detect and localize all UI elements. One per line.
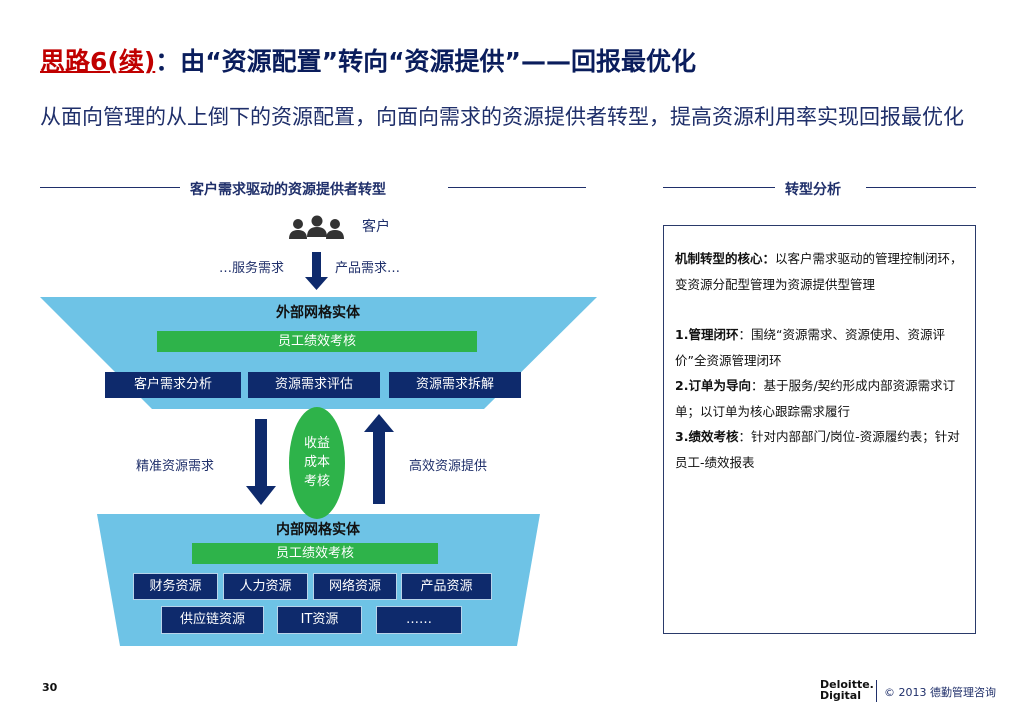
- item-3-text: ：针对内部部门/岗位-资源履约表；针对员工-绩效报表: [675, 429, 960, 470]
- analysis-item-1: 1.管理闭环：围绕“资源需求、资源使用、资源评价”全资源管理闭环: [675, 322, 967, 373]
- item-1-label: 管理闭环: [688, 327, 739, 342]
- section-divider-left-a: [40, 187, 180, 188]
- external-box-3: 资源需求拆解: [389, 372, 521, 398]
- center-oval: [289, 407, 345, 519]
- oval-line-2: 成本: [303, 455, 330, 470]
- section-divider-left-b: [448, 187, 586, 188]
- core-text: 以客户需求驱动的管理控制闭环，变资源分配型管理为资源提供型管理: [675, 251, 963, 292]
- footer-divider: [876, 680, 877, 702]
- logo-digital: Digital: [820, 689, 861, 702]
- page-number: 30: [42, 681, 58, 694]
- efficient-supply-label: 高效资源提供: [409, 459, 488, 474]
- title-prefix: 思路6(续): [40, 47, 156, 76]
- customer-label: 客户: [362, 219, 390, 235]
- item-3-num: 3.: [675, 429, 689, 444]
- product-demand-label: 产品需求…: [335, 261, 401, 276]
- resource-box-finance: 财务资源: [133, 573, 218, 600]
- external-kpi-bar: 员工绩效考核: [157, 331, 477, 352]
- resource-box-more: ……: [376, 606, 462, 634]
- section-divider-right-b: [866, 187, 976, 188]
- resource-box-network: 网络资源: [313, 573, 397, 600]
- page-title: 思路6(续)：由“资源配置”转向“资源提供”——回报最优化: [40, 42, 696, 78]
- internal-entity-title: 内部网格实体: [276, 522, 360, 538]
- up-arrow-icon: [364, 414, 394, 504]
- resource-box-it: IT资源: [277, 606, 362, 634]
- internal-kpi-bar: 员工绩效考核: [192, 543, 438, 564]
- item-1-num: 1.: [675, 327, 689, 342]
- oval-line-1: 收益: [303, 436, 330, 451]
- core-label: 机制转型的核心：: [675, 251, 776, 266]
- copyright: © 2013 德勤管理咨询: [884, 686, 996, 699]
- analysis-item-3: 3.绩效考核：针对内部部门/岗位-资源履约表；针对员工-绩效报表: [675, 424, 967, 475]
- analysis-text: 机制转型的核心：以客户需求驱动的管理控制闭环，变资源分配型管理为资源提供型管理 …: [675, 246, 967, 475]
- people-icon: [289, 215, 344, 239]
- item-3-label: 绩效考核: [688, 429, 739, 444]
- precise-demand-label: 精准资源需求: [136, 459, 215, 474]
- resource-box-product: 产品资源: [401, 573, 492, 600]
- down-arrow-icon: [246, 419, 276, 505]
- right-section-title: 转型分析: [785, 182, 841, 198]
- core-paragraph: 机制转型的核心：以客户需求驱动的管理控制闭环，变资源分配型管理为资源提供型管理: [675, 246, 967, 297]
- logo-deloitte: Deloitte.: [820, 678, 874, 691]
- analysis-panel: [663, 225, 976, 634]
- resource-box-hr: 人力资源: [223, 573, 308, 600]
- center-oval-text: 收益 成本 考核: [297, 434, 337, 491]
- external-box-1: 客户需求分析: [105, 372, 241, 398]
- oval-line-3: 考核: [303, 474, 330, 489]
- spacer: [675, 297, 967, 322]
- item-1-text: ：围绕“资源需求、资源使用、资源评价”全资源管理闭环: [675, 327, 945, 368]
- section-divider-right-a: [663, 187, 775, 188]
- item-2-num: 2.: [675, 378, 689, 393]
- page-subtitle: 从面向管理的从上倒下的资源配置，向面向需求的资源提供者转型，提高资源利用率实现回…: [40, 105, 964, 129]
- analysis-item-2: 2.订单为导向：基于服务/契约形成内部资源需求订单；以订单为核心跟踪需求履行: [675, 373, 967, 424]
- external-box-2: 资源需求评估: [248, 372, 380, 398]
- left-section-title: 客户需求驱动的资源提供者转型: [190, 182, 386, 198]
- item-2-label: 订单为导向: [688, 378, 751, 393]
- demand-arrow-icon: [305, 252, 328, 290]
- item-2-text: ：基于服务/契约形成内部资源需求订单；以订单为核心跟踪需求履行: [675, 378, 956, 419]
- resource-box-supply-chain: 供应链资源: [161, 606, 264, 634]
- service-demand-label: …服务需求: [219, 261, 285, 276]
- external-entity-title: 外部网格实体: [276, 305, 360, 321]
- title-main: ：由“资源配置”转向“资源提供”——回报最优化: [155, 47, 696, 76]
